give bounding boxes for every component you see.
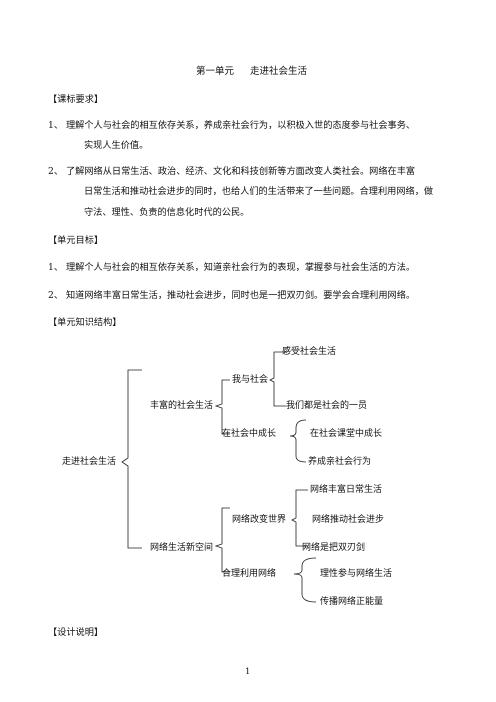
section-unit-goals-heading: 【单元目标】 <box>48 235 104 246</box>
tree-node-use-network-reasonably: 合理利用网络 <box>222 569 277 579</box>
curriculum-item-2-number: 2、 <box>48 166 64 177</box>
curriculum-item-2-line-3: 守法、理性、负责的信息化时代的公民。 <box>84 207 250 218</box>
tree-leaf-spread-positive-energy: 传播网络正能量 <box>320 597 384 607</box>
root-bracket <box>121 369 142 549</box>
tree-leaf-rational-participation: 理性参与网络生活 <box>320 569 393 579</box>
unit-number: 第一单元 <box>196 66 235 77</box>
goal-item-2-text: 知道网络丰富日常生活，推动社会进步，同时也是一把双刃剑。要学会合理利用网络。 <box>66 290 416 301</box>
curriculum-item-2-line-1: 了解网络从日常生活、政治、经济、文化和科技创新等方面改变人类社会。网络在丰富 <box>66 166 416 177</box>
tree-leaf-prosocial-behavior: 养成亲社会行为 <box>308 457 372 467</box>
tree-node-grow-in-society: 在社会中成长 <box>222 429 277 439</box>
tree-branch-rich-social-life: 丰富的社会生活 <box>150 401 214 411</box>
tree-node-network-changes-world: 网络改变世界 <box>232 515 287 525</box>
goal-item-1-number: 1、 <box>48 262 64 273</box>
unit-title: 走进社会生活 <box>250 66 308 77</box>
b2-child1-bracket <box>291 489 308 547</box>
tree-leaf-feel-social-life: 感受社会生活 <box>282 347 337 357</box>
section-curriculum-heading: 【课标要求】 <box>48 94 104 105</box>
curriculum-item-1-line-1: 理解个人与社会的相互依存关系，养成亲社会行为，以积极入世的态度参与社会事务、 <box>66 120 416 131</box>
tree-leaf-double-edged-sword: 网络是把双刃剑 <box>302 543 366 553</box>
tree-leaf-grow-in-social-classroom: 在社会课堂中成长 <box>310 429 383 439</box>
curriculum-item-2-line-2: 日常生活和推动社会进步的同时，也给人们的生活带来了一些问题。合理利用网络，做 <box>84 186 434 197</box>
b1-child2-bracket <box>289 419 307 463</box>
tree-branch-online-life: 网络生活新空间 <box>150 543 214 553</box>
goal-item-1-text: 理解个人与社会的相互依存关系，知道亲社会行为的表现，掌握参与社会生活的方法。 <box>66 262 416 273</box>
branch1-bracket <box>214 379 230 435</box>
b2-child2-bracket <box>293 557 317 603</box>
tree-node-me-and-society: 我与社会 <box>232 375 269 385</box>
tree-leaf-all-members-of-society: 我们都是社会的一员 <box>286 401 368 411</box>
tree-leaf-network-enriches-life: 网络丰富日常生活 <box>310 485 383 495</box>
page-number: 1 <box>245 667 251 677</box>
branch2-bracket <box>214 507 230 573</box>
curriculum-item-1-line-2: 实现人生价值。 <box>84 140 149 151</box>
tree-leaf-network-promotes-progress: 网络推动社会进步 <box>312 515 385 525</box>
goal-item-2-number: 2、 <box>48 290 64 301</box>
curriculum-item-1-number: 1、 <box>48 120 64 131</box>
section-knowledge-heading: 【单元知识结构】 <box>48 317 122 328</box>
section-design-heading: 【设计说明】 <box>48 627 104 638</box>
b1-child1-bracket <box>269 351 286 407</box>
tree-root: 走进社会生活 <box>62 457 117 467</box>
